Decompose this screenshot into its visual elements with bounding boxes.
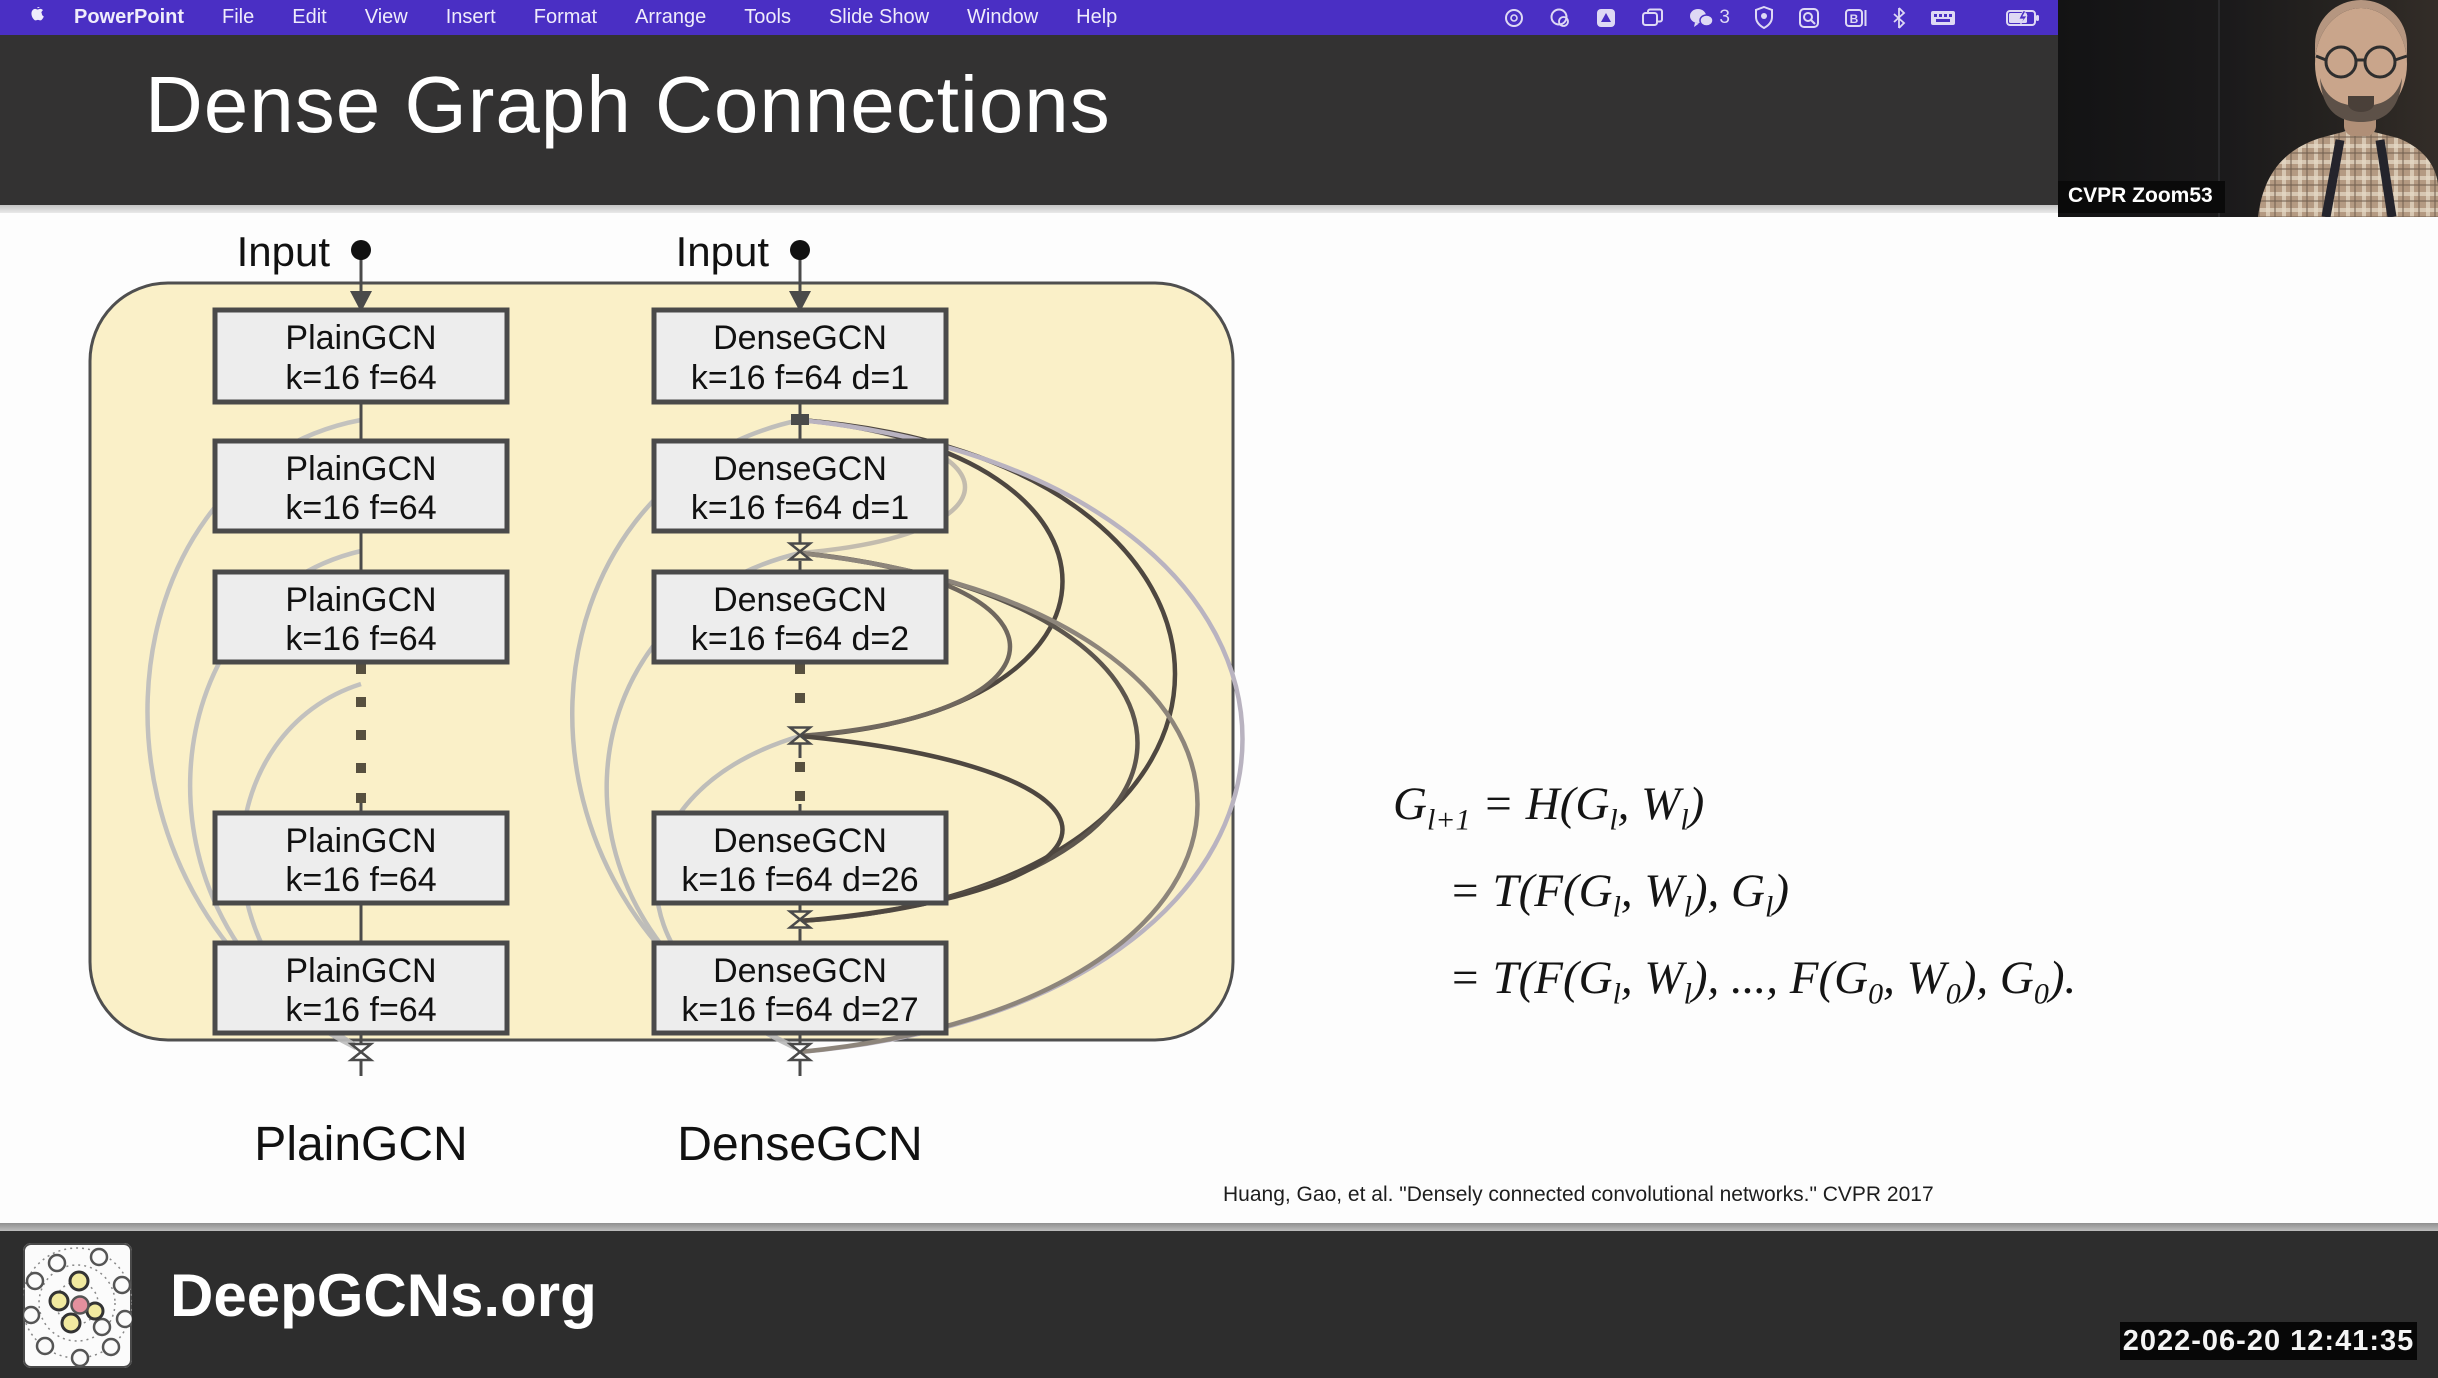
- menu-item-powerpoint[interactable]: PowerPoint: [74, 6, 185, 28]
- menu-items: PowerPoint File Edit View Insert Format …: [74, 6, 1117, 29]
- plain-dots: [356, 664, 366, 803]
- input-b-icon[interactable]: B: [1844, 7, 1868, 29]
- gcn-box: PlainGCN k=16 f=64: [212, 307, 510, 405]
- menu-item-help[interactable]: Help: [1076, 6, 1118, 28]
- slide-header: Dense Graph Connections: [0, 35, 2438, 205]
- svg-text:PlainGCN: PlainGCN: [285, 319, 436, 357]
- dense-gcn-formula: Gl+1 = H(Gl, Wl) = T(F(Gl, Wl), Gl) = T(…: [1393, 761, 2076, 1022]
- svg-text:k=16 f=64: k=16 f=64: [285, 489, 436, 527]
- svg-text:PlainGCN: PlainGCN: [285, 822, 436, 860]
- svg-text:k=16 f=64 d=1: k=16 f=64 d=1: [691, 489, 909, 527]
- menu-item-slideshow[interactable]: Slide Show: [828, 6, 930, 28]
- plain-input-label: Input: [237, 228, 331, 275]
- gcn-box: DenseGCN k=16 f=64 d=26: [651, 810, 949, 906]
- gcn-box: PlainGCN k=16 f=64: [212, 940, 510, 1036]
- battery-charging-icon[interactable]: [2006, 9, 2040, 27]
- search-box-icon[interactable]: [1798, 7, 1820, 29]
- menu-bar: PowerPoint File Edit View Insert Format …: [0, 0, 2438, 35]
- svg-text:k=16 f=64 d=27: k=16 f=64 d=27: [681, 991, 918, 1029]
- sync-icon[interactable]: [1503, 7, 1525, 29]
- menu-item-window[interactable]: Window: [967, 6, 1039, 28]
- bluetooth-icon[interactable]: [1892, 6, 1906, 29]
- plain-input-marker: [350, 240, 372, 312]
- menu-item-arrange[interactable]: Arrange: [635, 6, 707, 28]
- menu-item-file[interactable]: File: [222, 6, 255, 28]
- menu-item-view[interactable]: View: [364, 6, 408, 28]
- gcn-box: DenseGCN k=16 f=64 d=27: [651, 940, 949, 1036]
- dense-column: DenseGCN k=16 f=64 d=1 DenseGCN k=16 f=6…: [651, 307, 949, 1036]
- menubar-status-icons: 3 B: [1503, 0, 2040, 35]
- svg-text:k=16 f=64 d=26: k=16 f=64 d=26: [681, 861, 918, 899]
- audio-app-icon[interactable]: [1549, 7, 1571, 29]
- svg-text:k=16 f=64: k=16 f=64: [285, 861, 436, 899]
- citation: Huang, Gao, et al. "Densely connected co…: [1223, 1183, 1934, 1206]
- svg-text:B: B: [1850, 12, 1859, 26]
- keyboard-input-icon[interactable]: [1930, 8, 1956, 28]
- menu-item-tools[interactable]: Tools: [744, 6, 791, 28]
- svg-text:PlainGCN: PlainGCN: [285, 450, 436, 488]
- plain-column: PlainGCN k=16 f=64 PlainGCN k=16 f=64 Pl…: [212, 307, 510, 1036]
- output-connectors: [347, 1042, 814, 1062]
- gcn-box: DenseGCN k=16 f=64 d=1: [651, 438, 949, 534]
- header-shadow: [0, 205, 2438, 213]
- site-name: DeepGCNs.org: [170, 1262, 597, 1329]
- menu-item-edit[interactable]: Edit: [292, 6, 327, 28]
- svg-text:k=16 f=64: k=16 f=64: [285, 359, 436, 397]
- deploy-icon[interactable]: [1595, 7, 1617, 29]
- timestamp: 2022-06-20 12:41:35: [2120, 1322, 2417, 1360]
- slide-body: Input Input: [0, 213, 2438, 1223]
- svg-text:k=16 f=64: k=16 f=64: [285, 620, 436, 658]
- chat-badge-count: 3: [1719, 6, 1730, 28]
- svg-text:k=16 f=64 d=2: k=16 f=64 d=2: [691, 620, 909, 658]
- presenter-video: [2218, 0, 2438, 217]
- gcn-box: DenseGCN k=16 f=64 d=2: [651, 569, 949, 665]
- svg-text:DenseGCN: DenseGCN: [713, 952, 887, 990]
- chat-icon[interactable]: 3: [1689, 7, 1730, 29]
- svg-text:DenseGCN: DenseGCN: [713, 822, 887, 860]
- slide-title: Dense Graph Connections: [145, 60, 1111, 149]
- formula-line-2: = T(F(Gl, Wl), Gl): [1449, 865, 1789, 924]
- menu-item-format[interactable]: Format: [533, 6, 598, 28]
- formula-line-3: = T(F(Gl, Wl), ..., F(G0, W0), G0).: [1449, 952, 2077, 1011]
- svg-text:DenseGCN: DenseGCN: [713, 319, 887, 357]
- svg-text:PlainGCN: PlainGCN: [285, 581, 436, 619]
- dense-input-label: Input: [676, 228, 770, 275]
- dense-input-marker: [789, 240, 811, 312]
- gcn-box: DenseGCN k=16 f=64 d=1: [651, 307, 949, 405]
- dense-column-caption: DenseGCN: [677, 1118, 922, 1171]
- shield-icon[interactable]: [1754, 6, 1774, 29]
- svg-text:DenseGCN: DenseGCN: [713, 581, 887, 619]
- menu-item-insert[interactable]: Insert: [445, 6, 496, 28]
- gcn-box: PlainGCN k=16 f=64: [212, 810, 510, 906]
- svg-text:DenseGCN: DenseGCN: [713, 450, 887, 488]
- gcn-architecture-diagram: Input Input: [88, 228, 1245, 1171]
- apple-menu-icon[interactable]: [30, 7, 48, 28]
- svg-text:k=16 f=64 d=1: k=16 f=64 d=1: [691, 359, 909, 397]
- plain-column-caption: PlainGCN: [254, 1118, 467, 1171]
- gcn-box: PlainGCN k=16 f=64: [212, 438, 510, 534]
- slide-bottom-edge: [0, 1223, 2438, 1231]
- svg-text:PlainGCN: PlainGCN: [285, 952, 436, 990]
- gcn-box: PlainGCN k=16 f=64: [212, 569, 510, 665]
- formula-line-1: Gl+1 = H(Gl, Wl): [1393, 778, 1705, 837]
- footer-bar: DeepGCNs.org: [0, 1223, 2438, 1378]
- zoom-video-overlay[interactable]: CVPR Zoom53: [2058, 0, 2438, 217]
- deepgcns-logo: [21, 1243, 135, 1368]
- windows-icon[interactable]: [1641, 7, 1665, 29]
- fusion-connectors: [786, 542, 814, 929]
- dense-junction-tick: [791, 414, 809, 425]
- video-participant-label: CVPR Zoom53: [2058, 181, 2225, 213]
- dense-dots: [795, 664, 805, 801]
- svg-text:k=16 f=64: k=16 f=64: [285, 991, 436, 1029]
